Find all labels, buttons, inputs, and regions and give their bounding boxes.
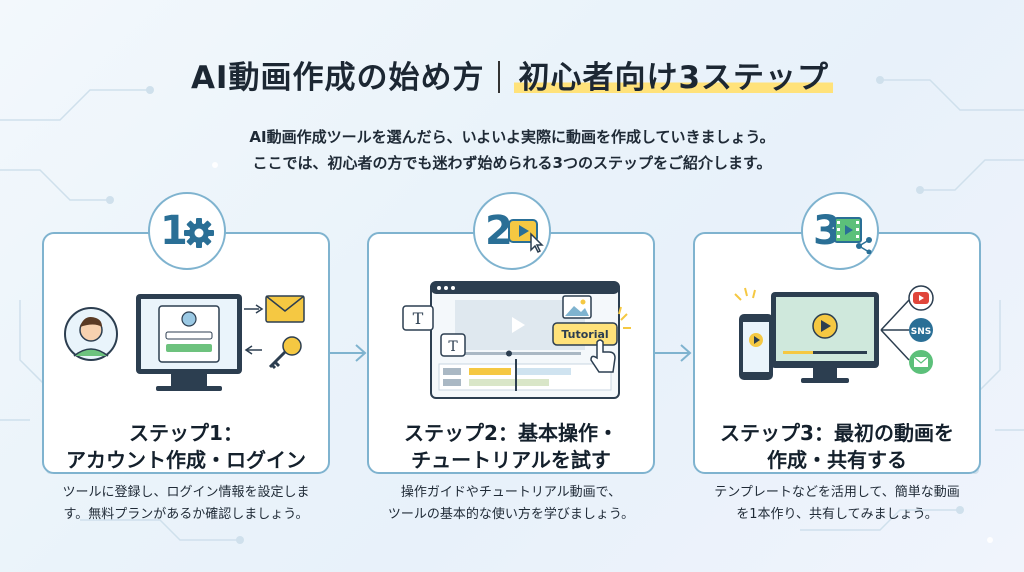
title-highlight: 初心者向け3ステップ: [514, 60, 834, 96]
create-share-illustration: SNS: [734, 285, 934, 383]
step-2-title-line-1: ステップ2：基本操作・: [404, 421, 618, 445]
text-tool-icon: T T: [402, 305, 466, 357]
editor-tutorial-illustration: T T Tutorial: [402, 281, 631, 399]
svg-text:SNS: SNS: [911, 327, 932, 337]
step-1-desc-line-2: す。無料プランがあるか確認しましょう。: [63, 507, 309, 522]
step-2-description: 操作ガイドやチュートリアル動画で、 ツールの基本的な使い方を学びましょう。: [367, 482, 655, 526]
step-3-description: テンプレートなどを活用して、簡単な動画 を1本作り、共有してみましょう。: [693, 482, 981, 526]
image-icon: [562, 295, 592, 319]
step-2-desc-line-1: 操作ガイドやチュートリアル動画で、: [400, 485, 622, 500]
step-1-desc-line-1: ツールに登録し、ログイン情報を設定しま: [62, 485, 310, 500]
title-main: AI動画作成の始め方: [190, 60, 485, 96]
intro-line-1: AI動画作成ツールを選んだら、いよいよ実際に動画を作成していきましょう。: [249, 128, 775, 146]
title-block: AI動画作成の始め方初心者向け3ステップ: [0, 52, 1024, 97]
user-avatar-icon: [64, 307, 118, 361]
step-1-badge: 1: [148, 192, 226, 270]
step-2-desc-line-2: ツールの基本的な使い方を学びましょう。: [387, 507, 635, 522]
step-card-1: ステップ1： アカウント作成・ログイン: [42, 232, 330, 474]
step-1-description: ツールに登録し、ログイン情報を設定しま す。無料プランがあるか確認しましょう。: [42, 482, 330, 526]
key-icon: [268, 336, 302, 370]
title-divider: [498, 61, 501, 93]
smartphone-icon: [734, 287, 773, 380]
sns-icon: SNS: [909, 318, 933, 342]
youtube-icon: [908, 285, 934, 311]
step-1-title-line-2: アカウント作成・ログイン: [66, 448, 306, 472]
play-click-icon: [508, 219, 544, 254]
monitor-video-icon: [771, 292, 879, 383]
account-login-illustration: [64, 294, 305, 391]
mail-icon: [909, 350, 933, 374]
intro-line-2: ここでは、初心者の方でも迷わず始められる3つのステップをご紹介します。: [252, 154, 772, 172]
step-3-title-line-1: ステップ3：最初の動画を: [720, 421, 954, 445]
step-3-title-line-2: 作成・共有する: [767, 448, 907, 472]
step-2-title-line-2: チュートリアルを試す: [411, 448, 611, 472]
svg-text:T: T: [448, 339, 458, 355]
envelope-icon: [265, 295, 305, 323]
intro-text: AI動画作成ツールを選んだら、いよいよ実際に動画を作成していきましょう。 ここで…: [0, 124, 1024, 176]
step-2-title: ステップ2：基本操作・ チュートリアルを試す: [369, 420, 653, 474]
arrow-right-icon: [328, 344, 367, 362]
svg-text:Tutorial: Tutorial: [561, 328, 608, 341]
step-3-desc-line-2: を1本作り、共有してみましょう。: [736, 507, 938, 522]
svg-text:T: T: [413, 309, 424, 328]
gear-icon: [184, 218, 214, 248]
step-1-number: 1: [160, 208, 188, 254]
step-3-badge: 3: [801, 192, 879, 270]
arrow-right-icon: [653, 344, 692, 362]
film-share-icon: [834, 217, 872, 254]
step-3-title: ステップ3：最初の動画を 作成・共有する: [695, 420, 979, 474]
step-2-badge: 2: [473, 192, 551, 270]
step-1-title-line-1: ステップ1：: [129, 421, 243, 445]
hand-cursor-icon: [590, 339, 616, 373]
monitor-icon: [136, 294, 242, 391]
step-card-3: SNS ステップ3：最初の動画を 作成・共有する: [693, 232, 981, 474]
page-title: AI動画作成の始め方初心者向け3ステップ: [0, 52, 1024, 97]
step-1-title: ステップ1： アカウント作成・ログイン: [44, 420, 328, 474]
step-3-desc-line-1: テンプレートなどを活用して、簡単な動画: [714, 485, 960, 500]
